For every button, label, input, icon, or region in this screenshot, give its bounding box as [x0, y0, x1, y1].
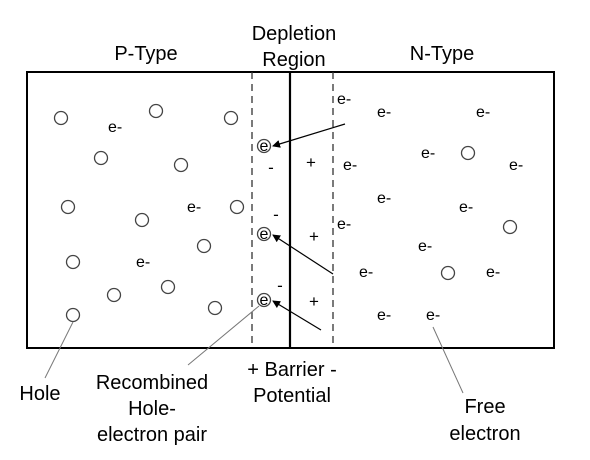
- barrier-label-line1: + Barrier -: [247, 359, 336, 381]
- recombined-electron: e: [260, 292, 269, 309]
- n-type-label: N-Type: [410, 43, 474, 65]
- depletion-label-line1: Depletion: [252, 23, 337, 45]
- recombined-pair-icon: [256, 138, 272, 154]
- electron-symbol: e-: [136, 254, 150, 271]
- hole-label: Hole: [19, 383, 60, 405]
- electron-symbol: e-: [476, 104, 490, 121]
- electron-symbol: e-: [377, 307, 391, 324]
- electron-symbol: e-: [187, 199, 201, 216]
- hole-icon: [160, 279, 176, 295]
- recombined-electron: e: [260, 138, 269, 155]
- negative-ion: -: [277, 276, 283, 295]
- hole-icon: [196, 238, 212, 254]
- hole-icon: [223, 110, 239, 126]
- hole-icon: [65, 307, 81, 323]
- hole-icon: [106, 287, 122, 303]
- arrow-icon: [272, 234, 334, 275]
- p-region-electrons: e- e- e-: [108, 119, 201, 271]
- recombined-label-line3: electron pair: [97, 424, 207, 446]
- hole-icon: [502, 219, 518, 235]
- hole-icon: [460, 145, 476, 161]
- recombined-callout-line: [187, 305, 260, 366]
- n-region-electrons: e- e- e- e- e- e- e- e- e- e- e- e- e- e…: [337, 91, 523, 324]
- hole-icon: [229, 199, 245, 215]
- electron-symbol: e-: [343, 157, 357, 174]
- negative-ion: -: [273, 205, 279, 224]
- positive-ion: +: [309, 227, 319, 246]
- depletion-charges: - + - + - +: [268, 153, 319, 311]
- electron-symbol: e-: [359, 264, 373, 281]
- hole-icon: [440, 265, 456, 281]
- hole-icon: [148, 103, 164, 119]
- free-electron-callout-line: [432, 326, 464, 394]
- hole-icon: [173, 157, 189, 173]
- electron-symbol: e-: [337, 91, 351, 108]
- free-electron-label-line2: electron: [449, 423, 520, 445]
- hole-icon: [134, 212, 150, 228]
- recombined-electron: e: [260, 226, 269, 243]
- electron-symbol: e-: [486, 264, 500, 281]
- electron-symbol: e-: [108, 119, 122, 136]
- recombined-label-line2: Hole-: [128, 398, 176, 420]
- hole-icon: [65, 254, 81, 270]
- free-electron-label-line1: Free: [464, 396, 505, 418]
- recombined-label-line1: Recombined: [96, 372, 208, 394]
- electron-symbol: e-: [377, 190, 391, 207]
- p-type-label: P-Type: [114, 43, 177, 65]
- hole-icon: [60, 199, 76, 215]
- electron-symbol: e-: [426, 307, 440, 324]
- electron-symbol: e-: [418, 238, 432, 255]
- recombined-pair-icon: [256, 226, 272, 242]
- diffusion-arrows: [272, 123, 346, 331]
- depletion-label-line2: Region: [262, 49, 325, 71]
- recombined-pairs: e e e: [256, 138, 272, 309]
- electron-symbol: e-: [459, 199, 473, 216]
- electron-symbol: e-: [377, 104, 391, 121]
- hole-callout-line: [44, 321, 74, 379]
- electron-symbol: e-: [337, 216, 351, 233]
- p-region-holes: [53, 103, 245, 323]
- n-region-holes: [440, 145, 518, 281]
- arrow-icon: [272, 123, 346, 148]
- hole-icon: [207, 300, 223, 316]
- electron-symbol: e-: [421, 145, 435, 162]
- recombined-pair-icon: [256, 292, 272, 308]
- positive-ion: +: [309, 292, 319, 311]
- barrier-label-line2: Potential: [253, 385, 331, 407]
- callout-lines: [44, 305, 464, 394]
- negative-ion: -: [268, 158, 274, 177]
- electron-symbol: e-: [509, 157, 523, 174]
- hole-icon: [93, 150, 109, 166]
- hole-icon: [53, 110, 69, 126]
- positive-ion: +: [306, 153, 316, 172]
- arrow-icon: [272, 300, 322, 331]
